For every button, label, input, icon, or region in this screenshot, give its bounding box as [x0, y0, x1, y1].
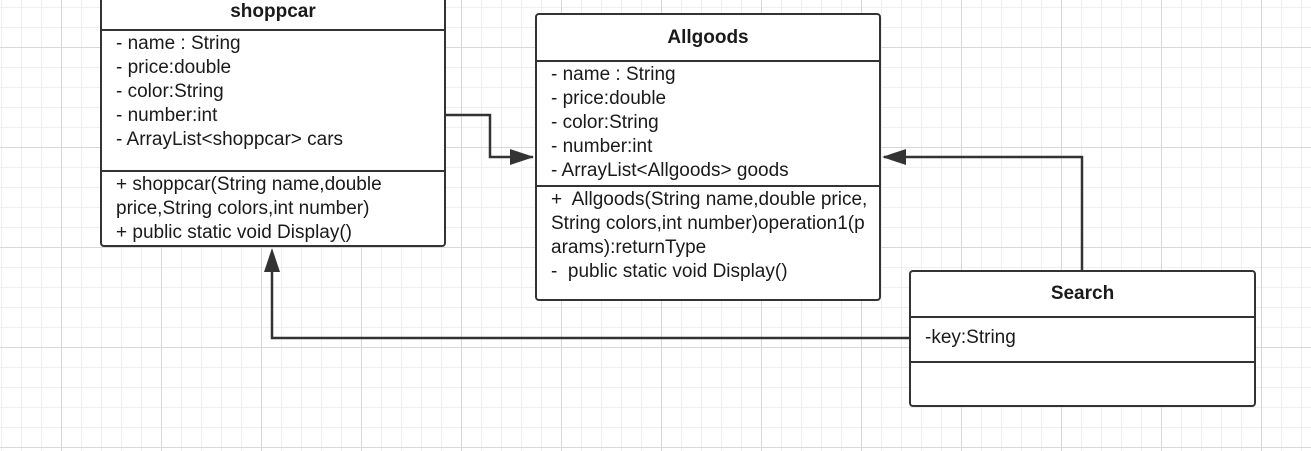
attribute-shoppcar-color: - color:String [116, 81, 224, 102]
association-shoppcar-to-allgoods[interactable] [446, 113, 533, 159]
attribute-allgoods-name: - name : String [551, 64, 676, 85]
attribute-search-key: -key:String [925, 327, 1016, 348]
attribute-shoppcar-price: - price:double [116, 57, 232, 78]
class-shoppcar-title: shoppcar [102, 0, 444, 31]
arrowhead-shoppcar-to-allgoods-icon [510, 149, 534, 165]
operation-shoppcar-display: + public static void Display() [116, 222, 353, 243]
operation-allgoods-display: - public static void Display() [551, 261, 788, 282]
class-allgoods-title: Allgoods [537, 15, 879, 62]
operation-shoppcar-constructor: + shoppcar(String name,double price,Stri… [116, 174, 387, 219]
attribute-allgoods-price: - price:double [551, 88, 667, 109]
class-search-attributes: -key:String [911, 318, 1254, 363]
operation-allgoods-constructor: + Allgoods(String name,double price,Stri… [551, 189, 868, 258]
attribute-allgoods-number: - number:int [551, 136, 653, 157]
class-shoppcar-operations: + shoppcar(String name,double price,Stri… [102, 172, 444, 245]
attribute-shoppcar-number: - number:int [116, 105, 218, 126]
arrowhead-search-to-allgoods-icon [882, 149, 906, 165]
class-search-title: Search [911, 272, 1254, 318]
association-search-to-allgoods[interactable] [884, 155, 1084, 270]
class-search[interactable]: Search -key:String [909, 270, 1256, 407]
attribute-shoppcar-name: - name : String [116, 33, 241, 54]
attribute-shoppcar-cars: - ArrayList<shoppcar> cars [116, 129, 344, 150]
class-allgoods-attributes: - name : String - price:double - color:S… [537, 62, 879, 187]
class-shoppcar[interactable]: shoppcar - name : String - price:double … [100, 0, 446, 247]
arrowhead-search-to-shoppcar-icon [264, 248, 280, 272]
attribute-allgoods-goods: - ArrayList<Allgoods> goods [551, 160, 789, 181]
class-shoppcar-attributes: - name : String - price:double - color:S… [102, 31, 444, 172]
class-allgoods[interactable]: Allgoods - name : String - price:double … [535, 13, 881, 301]
class-search-operations [911, 363, 1254, 405]
attribute-allgoods-color: - color:String [551, 112, 659, 133]
class-allgoods-operations: + Allgoods(String name,double price,Stri… [537, 187, 879, 299]
